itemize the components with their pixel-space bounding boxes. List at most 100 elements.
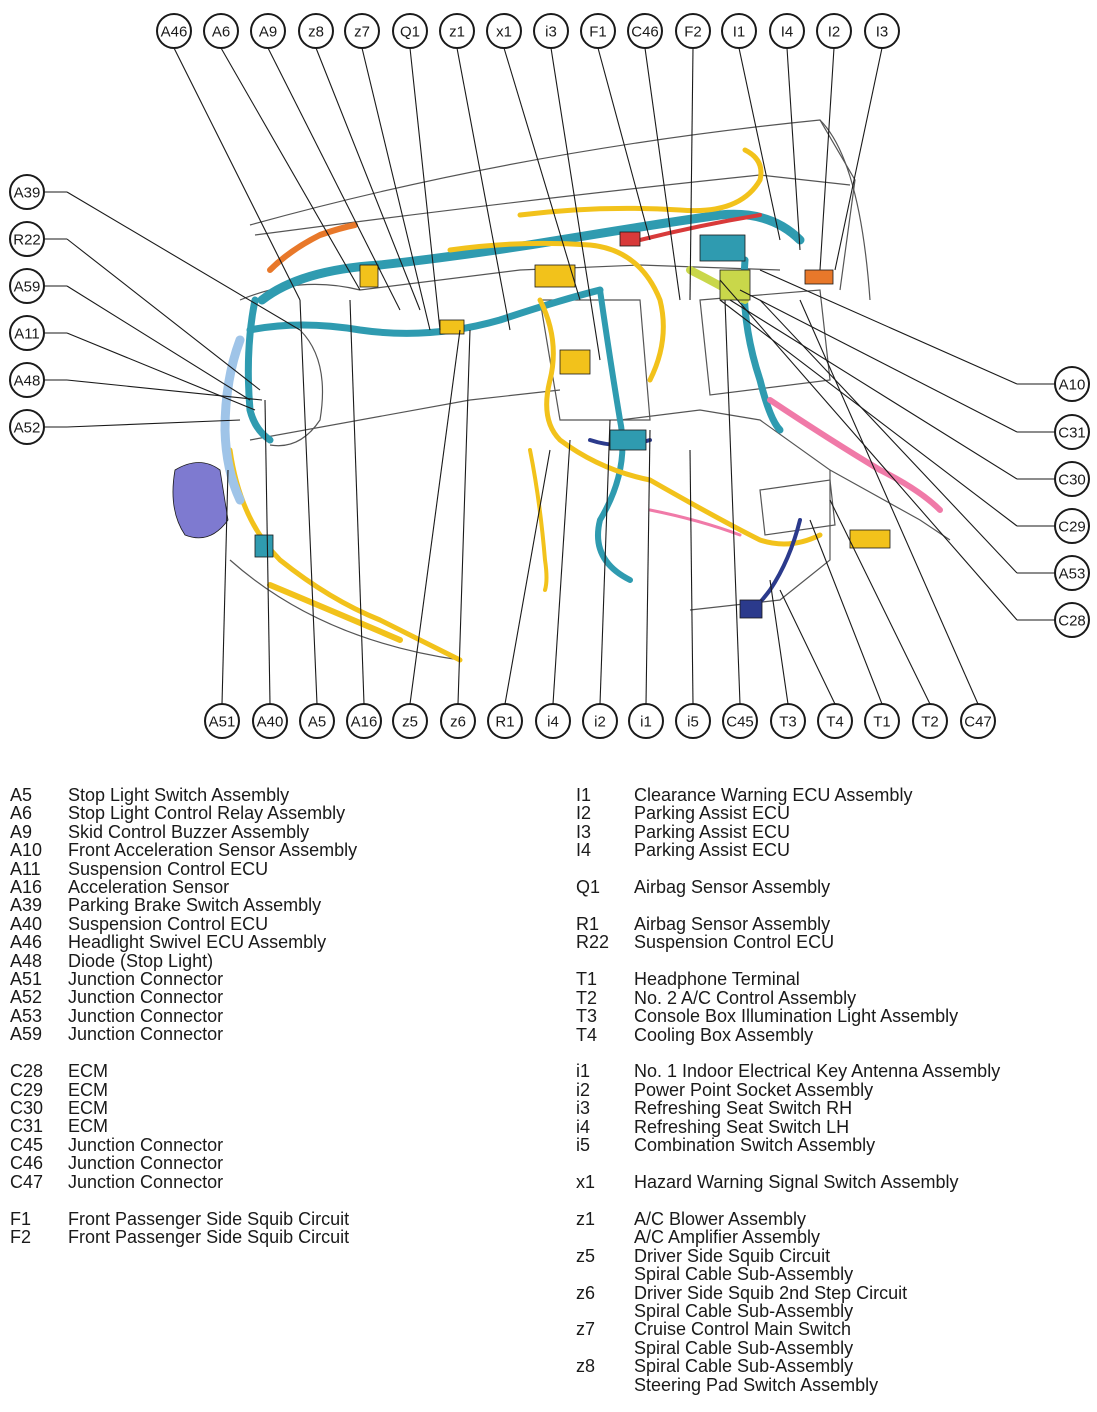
legend-component-name: ECM: [68, 1079, 108, 1100]
dashboard-outline: [229, 119, 951, 661]
callout-circle: [580, 13, 616, 49]
leader-line: [66, 191, 301, 331]
legend-names: Junction Connector: [68, 970, 530, 989]
legend-component-name: Clearance Warning ECU Assembly: [634, 785, 913, 805]
leader-line: [599, 419, 611, 705]
callout-circle: [298, 13, 334, 49]
console-box: [759, 479, 836, 536]
callout-circle: [392, 703, 428, 739]
leader-line: [552, 439, 571, 705]
callout-circle: [1054, 366, 1090, 402]
legend-code: z1: [576, 1208, 596, 1229]
legend-component-name: A/C Amplifier Assembly: [634, 1227, 821, 1248]
legend-component-name: Junction Connector: [68, 1024, 224, 1045]
legend-code: A11: [10, 858, 41, 879]
callout-circle: [203, 13, 239, 49]
callout-circle: [250, 13, 286, 49]
legend-code: i5: [576, 1135, 591, 1156]
callout-label: T3: [779, 714, 797, 731]
callout-circle: [392, 13, 428, 49]
harness-orange-left: [267, 222, 358, 273]
leader-line: [264, 399, 271, 705]
harness-red-top: [638, 213, 762, 242]
callout-label: A16: [351, 714, 378, 731]
legend-code: A6: [10, 803, 33, 824]
legend-component-name: Driver Side Squib 2nd Step Circuit: [634, 1282, 908, 1303]
connector-block: [849, 529, 891, 549]
legend-code: C31: [10, 1116, 44, 1137]
legend-item: C31 ECM: [10, 1116, 530, 1137]
legend-component-name: Steering Pad Switch Assembly: [634, 1374, 879, 1395]
legend-code: Q1: [576, 877, 601, 898]
legend-component-name: ECM: [68, 1116, 108, 1137]
callout-label: z5: [402, 714, 418, 731]
callout-circle: [675, 13, 711, 49]
callout-label: C46: [631, 24, 659, 41]
callout-I2: I2: [816, 13, 852, 49]
legend-names: Junction Connector: [68, 988, 530, 1007]
callout-circle: [344, 13, 380, 49]
callout-circle: [156, 13, 192, 49]
legend-names: ECM: [68, 1062, 530, 1081]
callout-F1: F1: [580, 13, 616, 49]
legend-component-name: Junction Connector: [68, 1005, 224, 1026]
callout-circle: [9, 174, 45, 210]
callout-z5: z5: [392, 703, 428, 739]
leader-line: [719, 279, 1018, 621]
callout-z8: z8: [298, 13, 334, 49]
legend-component-name: Driver Side Squib Circuit: [634, 1245, 831, 1266]
harness-pink-console: [648, 508, 742, 537]
legend-component-name: Parking Assist ECU: [634, 840, 791, 861]
callout-circle: [9, 315, 45, 351]
callout-C30: C30: [1054, 461, 1090, 497]
legend-code: A52: [10, 987, 43, 1008]
legend-code: A40: [10, 913, 43, 934]
legend-names: Headlight Swivel ECU Assembly: [68, 933, 530, 952]
callout-label: T2: [921, 714, 939, 731]
legend-component-name: A/C Blower Assembly: [634, 1208, 807, 1229]
callout-label: i3: [545, 24, 557, 41]
callout-A46: A46: [156, 13, 192, 49]
windshield-edge: [249, 119, 856, 291]
dash-top-edge: [254, 174, 851, 236]
callout-i3: i3: [533, 13, 569, 49]
legend-code: C29: [10, 1079, 44, 1100]
legend-names: Junction Connector: [68, 1154, 530, 1173]
callout-label: A52: [14, 420, 41, 437]
callout-label: A51: [209, 714, 236, 731]
legend-component-name: ECM: [68, 1098, 108, 1118]
callout-label: I1: [733, 24, 746, 41]
legend-names: Refreshing Seat Switch LH: [634, 1117, 1076, 1136]
callout-circle: [769, 13, 805, 49]
leader-line: [267, 47, 401, 311]
callout-I4: I4: [769, 13, 805, 49]
callout-circle: [9, 268, 45, 304]
callout-circle: [864, 13, 900, 49]
leader-line: [759, 299, 1018, 574]
legend-names: Front Passenger Side Squib Circuit: [68, 1209, 530, 1228]
legend-component-name: Airbag Sensor Assembly: [634, 914, 831, 935]
callout-i4: i4: [535, 703, 571, 739]
callout-circle: [204, 703, 240, 739]
legend-code: I3: [576, 821, 592, 842]
